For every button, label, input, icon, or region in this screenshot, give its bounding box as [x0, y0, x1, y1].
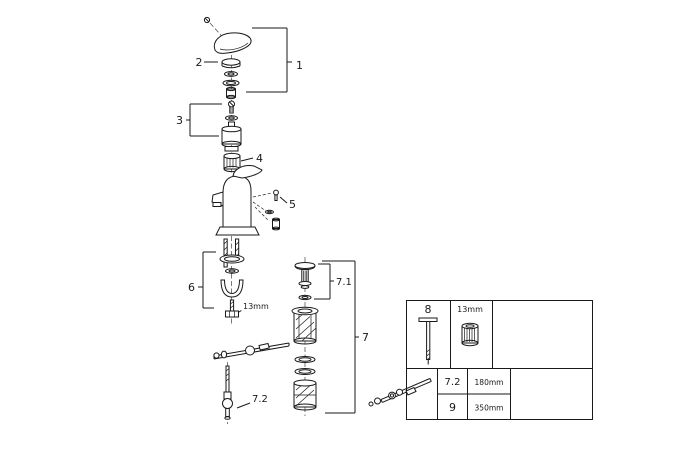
callout-5: 5: [289, 198, 296, 211]
callout-7-2-group: 7.2: [236, 394, 268, 409]
callout-4: 4: [256, 152, 263, 165]
callout-3: 3: [176, 114, 183, 127]
cartridge-assembly: [221, 100, 242, 152]
callout-7: 7: [362, 331, 369, 344]
drain-assembly: [291, 262, 319, 411]
callout-7-2: 7.2: [252, 394, 268, 405]
handle-assembly: [203, 16, 252, 100]
lift-rod: [222, 365, 233, 420]
callout-7-1: 7.1: [336, 277, 352, 288]
callout-6: 6: [188, 281, 195, 294]
hose-exploded-drawing: [368, 378, 432, 407]
socket-drawing: [461, 322, 479, 347]
callout-1: 1: [296, 59, 303, 72]
fixing-parts: 5: [252, 189, 296, 231]
callout-2: 2: [196, 56, 203, 69]
table-item-7-2: 7.2: [445, 377, 461, 388]
callout-2-group: 2: [196, 56, 218, 69]
mounting-tool-drawing: [418, 317, 438, 365]
faucet-body: [211, 165, 263, 236]
nut-size-label: 13mm: [243, 302, 269, 311]
table-item-9: 9: [449, 401, 456, 414]
nut-size-group: 13mm: [237, 302, 269, 313]
tool-callout-8: 8: [425, 303, 432, 316]
table-length-350: 350mm: [475, 404, 504, 413]
mounting-set: [219, 254, 245, 318]
table-length-180: 180mm: [475, 378, 504, 387]
callout-3-group: 3: [176, 103, 222, 137]
pivot-rod: [213, 342, 290, 360]
callout-1-group: 1: [246, 27, 303, 93]
callout-7-1-group: 7.1: [314, 263, 352, 300]
socket-size-label: 13mm: [457, 305, 483, 314]
callout-7-group: 7: [322, 260, 369, 414]
callout-6-group: 6: [188, 251, 216, 309]
tools-table: 8 13mm 7.2 180mm 9 350mm: [406, 300, 593, 420]
